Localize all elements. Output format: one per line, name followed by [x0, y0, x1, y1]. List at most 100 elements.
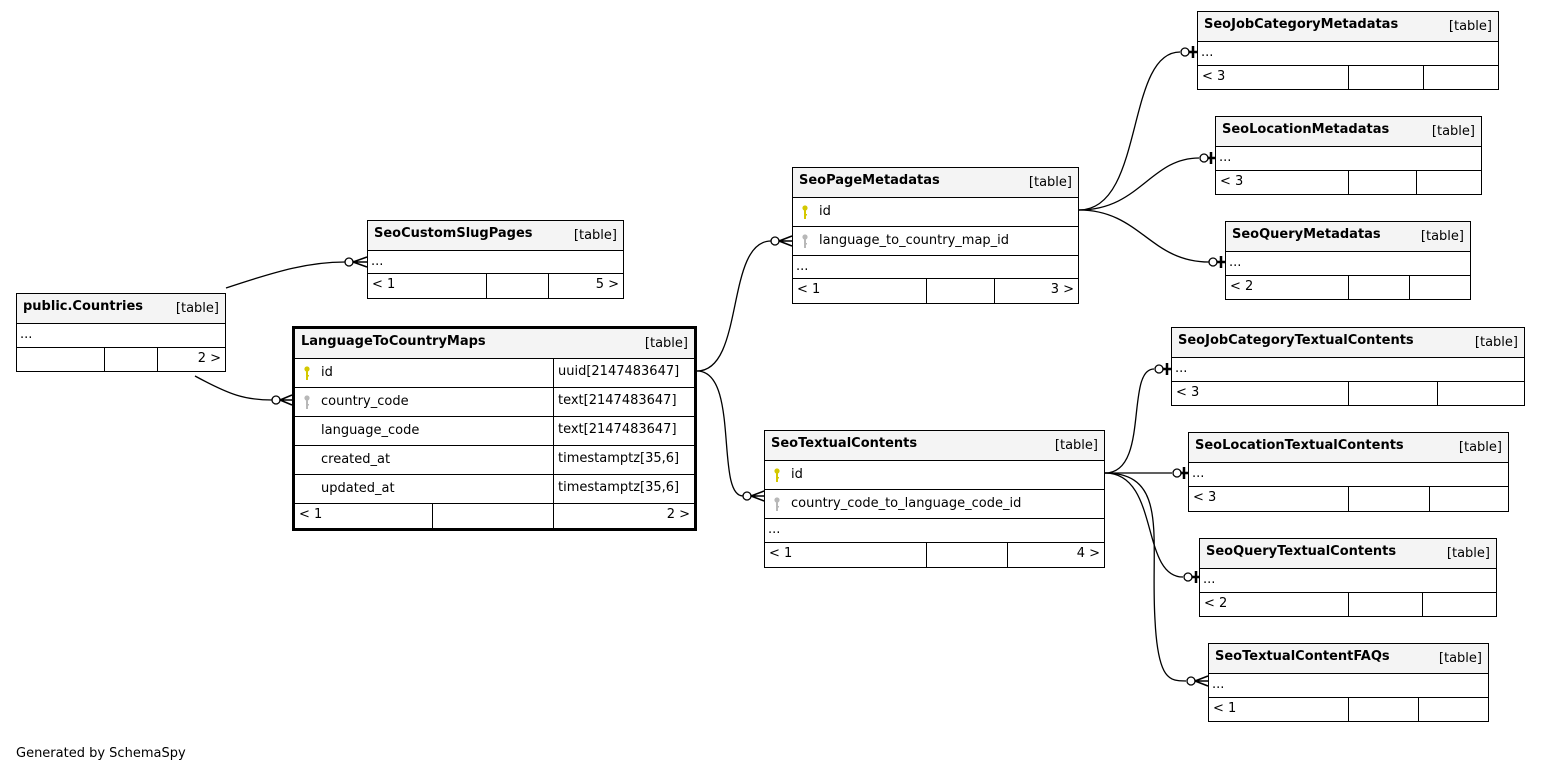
- table-footer: < 3: [1198, 65, 1498, 89]
- parents-count-link[interactable]: < 2: [1204, 596, 1228, 611]
- table-name[interactable]: SeoTextualContents: [771, 436, 918, 451]
- more-columns-row[interactable]: ...: [793, 255, 1078, 278]
- table-header: SeoCustomSlugPages [table]: [368, 221, 623, 250]
- more-columns-row[interactable]: ...: [1172, 357, 1524, 381]
- edge-pagemeta-jobmeta: [1078, 51, 1181, 211]
- table-name[interactable]: SeoLocationTextualContents: [1195, 438, 1404, 453]
- children-count-link[interactable]: 3 >: [994, 279, 1078, 303]
- table-query-text[interactable]: SeoQueryTextualContents [table]... < 2: [1199, 538, 1497, 617]
- table-type: [table]: [1438, 651, 1482, 666]
- more-columns-row[interactable]: ...: [368, 250, 623, 273]
- table-type: [table]: [1458, 440, 1502, 455]
- table-type: [table]: [1420, 229, 1464, 244]
- table-type: [table]: [1446, 546, 1490, 561]
- table-footer: < 3: [1172, 381, 1524, 405]
- parents-count-link[interactable]: < 1: [797, 282, 821, 297]
- table-type: [table]: [175, 301, 219, 316]
- column-name: updated_at: [321, 481, 395, 496]
- columns-count: [486, 274, 548, 298]
- table-custom-slug[interactable]: SeoCustomSlugPages [table]... < 1 5 >: [367, 220, 624, 299]
- table-header: SeoJobCategoryMetadatas[table]: [1198, 12, 1498, 41]
- columns-count: [104, 348, 157, 371]
- table-name[interactable]: public.Countries: [23, 299, 144, 314]
- columns-count: [1348, 276, 1409, 299]
- more-columns-ellipsis: ...: [768, 522, 781, 537]
- table-footer: < 1 2 >: [295, 503, 694, 528]
- column-row[interactable]: id: [765, 460, 1104, 489]
- table-header: SeoQueryMetadatas [table]: [1226, 222, 1470, 251]
- table-loc-meta[interactable]: SeoLocationMetadatas[table]...< 3: [1215, 116, 1482, 195]
- parents-count-link[interactable]: < 1: [1213, 701, 1237, 716]
- more-columns-row[interactable]: ...: [1216, 146, 1481, 170]
- column-type: text[2147483647]: [553, 388, 694, 416]
- table-name[interactable]: SeoLocationMetadatas: [1222, 122, 1390, 137]
- children-count-link[interactable]: [1416, 171, 1481, 194]
- table-query-meta[interactable]: SeoQueryMetadatas [table]... < 2: [1225, 221, 1471, 300]
- table-faqs[interactable]: SeoTextualContentFAQs [table]... < 1: [1208, 643, 1489, 722]
- more-columns-ellipsis: ...: [371, 254, 384, 269]
- more-columns-ellipsis: ...: [1212, 677, 1225, 692]
- table-job-text[interactable]: SeoJobCategoryTextualContents [table]... <…: [1171, 327, 1525, 406]
- table-type: [table]: [573, 228, 617, 243]
- table-name[interactable]: SeoJobCategoryTextualContents: [1178, 333, 1414, 348]
- more-columns-ellipsis: ...: [20, 327, 33, 342]
- table-name[interactable]: LanguageToCountryMaps: [301, 334, 486, 349]
- parents-count-link[interactable]: < 3: [1220, 174, 1244, 189]
- primary-key-icon: [774, 468, 780, 483]
- children-count-link[interactable]: 4 >: [1007, 543, 1104, 567]
- column-row[interactable]: country_code_to_language_code_id: [765, 489, 1104, 518]
- parents-count-link[interactable]: < 3: [1193, 490, 1217, 505]
- parents-count-link[interactable]: < 1: [372, 277, 396, 292]
- one-markers: [1163, 46, 1225, 583]
- children-count-link[interactable]: 2 >: [157, 348, 225, 371]
- table-name[interactable]: SeoQueryTextualContents: [1206, 544, 1397, 559]
- children-count-link[interactable]: [1409, 276, 1470, 299]
- more-columns-row[interactable]: ...: [765, 518, 1104, 542]
- table-type: [table]: [1474, 335, 1518, 350]
- more-columns-row[interactable]: ...: [1198, 41, 1498, 65]
- table-header: SeoTextualContentFAQs [table]: [1209, 644, 1488, 673]
- column-row[interactable]: language_to_country_map_id: [793, 226, 1078, 255]
- children-count-link[interactable]: [1418, 698, 1488, 721]
- more-columns-row[interactable]: ...: [1200, 568, 1496, 592]
- more-columns-row[interactable]: ...: [1189, 462, 1508, 486]
- more-columns-row[interactable]: ...: [1209, 673, 1488, 697]
- column-row[interactable]: id: [793, 197, 1078, 226]
- table-job-meta[interactable]: SeoJobCategoryMetadatas[table]... < 3: [1197, 11, 1499, 90]
- table-name[interactable]: SeoPageMetadatas: [799, 173, 940, 188]
- more-columns-row[interactable]: ...: [17, 323, 225, 347]
- columns-count: [926, 543, 1007, 567]
- parents-count-link[interactable]: [17, 348, 104, 371]
- table-name[interactable]: SeoJobCategoryMetadatas: [1204, 17, 1399, 32]
- children-count-link[interactable]: [1429, 487, 1508, 511]
- table-name[interactable]: SeoQueryMetadatas: [1232, 227, 1381, 242]
- edge-ltcm-textual: [696, 370, 744, 497]
- parents-count-link[interactable]: < 1: [769, 546, 793, 561]
- children-count-link[interactable]: [1422, 593, 1496, 616]
- parents-count-link[interactable]: < 3: [1176, 385, 1200, 400]
- children-count-link[interactable]: [1437, 382, 1524, 405]
- table-name[interactable]: SeoCustomSlugPages: [374, 226, 533, 241]
- parents-count-link[interactable]: < 1: [299, 507, 323, 522]
- parents-count-link[interactable]: < 3: [1202, 69, 1226, 84]
- table-name[interactable]: SeoTextualContentFAQs: [1215, 649, 1390, 664]
- children-count-link[interactable]: 2 >: [553, 504, 694, 528]
- optional-markers: [271, 47, 1218, 686]
- table-loc-text[interactable]: SeoLocationTextualContents [table]... < 3: [1188, 432, 1509, 512]
- children-count-link[interactable]: [1423, 66, 1498, 89]
- column-name: language_code: [321, 423, 420, 438]
- parents-count-link[interactable]: < 2: [1230, 279, 1254, 294]
- table-footer: < 1: [1209, 697, 1488, 721]
- children-count-link[interactable]: 5 >: [548, 274, 623, 298]
- more-columns-row[interactable]: ...: [1226, 251, 1470, 275]
- table-countries[interactable]: public.Countries [table]... 2 >: [16, 293, 226, 372]
